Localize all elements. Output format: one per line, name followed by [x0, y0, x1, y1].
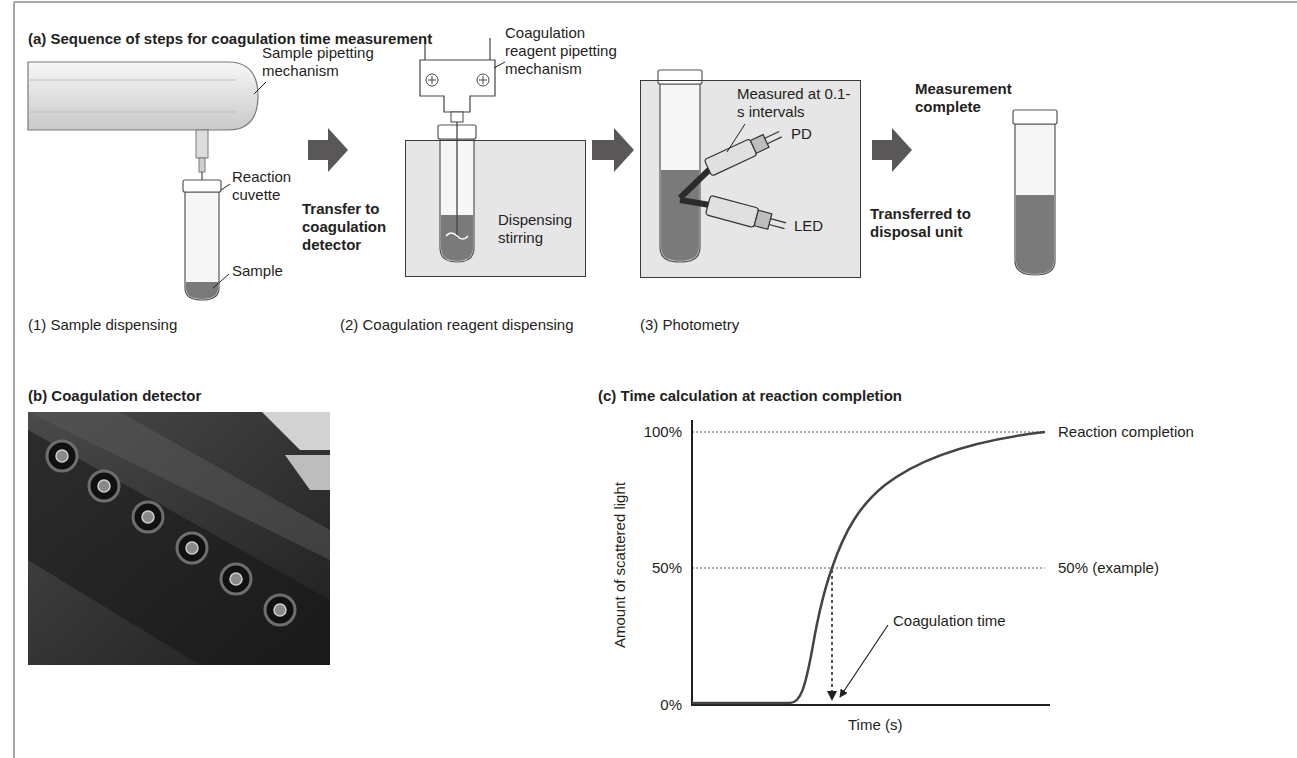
label-text: (1) Sample dispensing: [28, 316, 177, 334]
block-arrow: [592, 128, 634, 172]
box-fill: [405, 140, 586, 277]
label-text: Coagulation reagent pipetting mechanism: [505, 24, 633, 78]
block-arrow: [308, 128, 348, 172]
photodiode: [704, 126, 784, 176]
chart: [691, 420, 1050, 705]
label-text: (2) Coagulation reagent dispensing: [340, 316, 574, 334]
box-text: Dispensing stirring: [498, 211, 580, 247]
label-text: 50%: [628, 559, 682, 577]
frame-line: [14, 1, 1297, 3]
detector-box: Measured at 0.1-s intervalsPD LED: [640, 80, 861, 278]
label-text: (3) Photometry: [640, 316, 739, 334]
axis-title: Amount of scattered light: [611, 482, 629, 648]
panel-heading: (c) Time calculation at reaction complet…: [598, 387, 902, 405]
leader-line: [494, 62, 505, 68]
box-text: Measured at 0.1-s intervals: [737, 85, 855, 121]
block-arrow: [872, 128, 912, 172]
label-text: Coagulation time: [893, 612, 1006, 630]
reaction-cuvette: [1013, 110, 1057, 275]
label-text: 50% (example): [1058, 559, 1159, 577]
frame-line: [13, 2, 15, 758]
label-text: Time (s): [848, 716, 902, 734]
label-text: 0%: [628, 696, 682, 714]
label-text: Reaction completion: [1058, 423, 1194, 441]
box-fill: [640, 80, 861, 278]
leader-line: [213, 274, 229, 288]
reaction-cuvette: [183, 180, 221, 300]
label-text: Measurement complete: [915, 80, 1027, 116]
led: [705, 195, 787, 235]
label-text: Transfer to coagulation detector: [302, 200, 400, 254]
sample-pipetting-device: [28, 62, 258, 292]
box-text: LED: [794, 217, 823, 235]
box-text: PD: [791, 125, 812, 143]
reaction-cuvette: [438, 122, 476, 262]
detector-photo: [28, 412, 330, 665]
label-text: Sample pipetting mechanism: [262, 44, 380, 80]
leader-line: [254, 82, 266, 94]
leader-line: [221, 184, 230, 190]
label-text: Sample: [232, 262, 283, 280]
label-text: Transferred to disposal unit: [870, 205, 998, 241]
reaction-cuvette: [658, 70, 702, 262]
label-text: Reaction cuvette: [232, 168, 304, 204]
light-beam: [680, 169, 710, 205]
detector-box: Dispensing stirring: [405, 140, 586, 277]
label-text: 100%: [628, 423, 682, 441]
panel-heading: (b) Coagulation detector: [28, 387, 201, 405]
leader-line: [727, 124, 745, 152]
reagent-pipetting-device: [420, 38, 495, 122]
